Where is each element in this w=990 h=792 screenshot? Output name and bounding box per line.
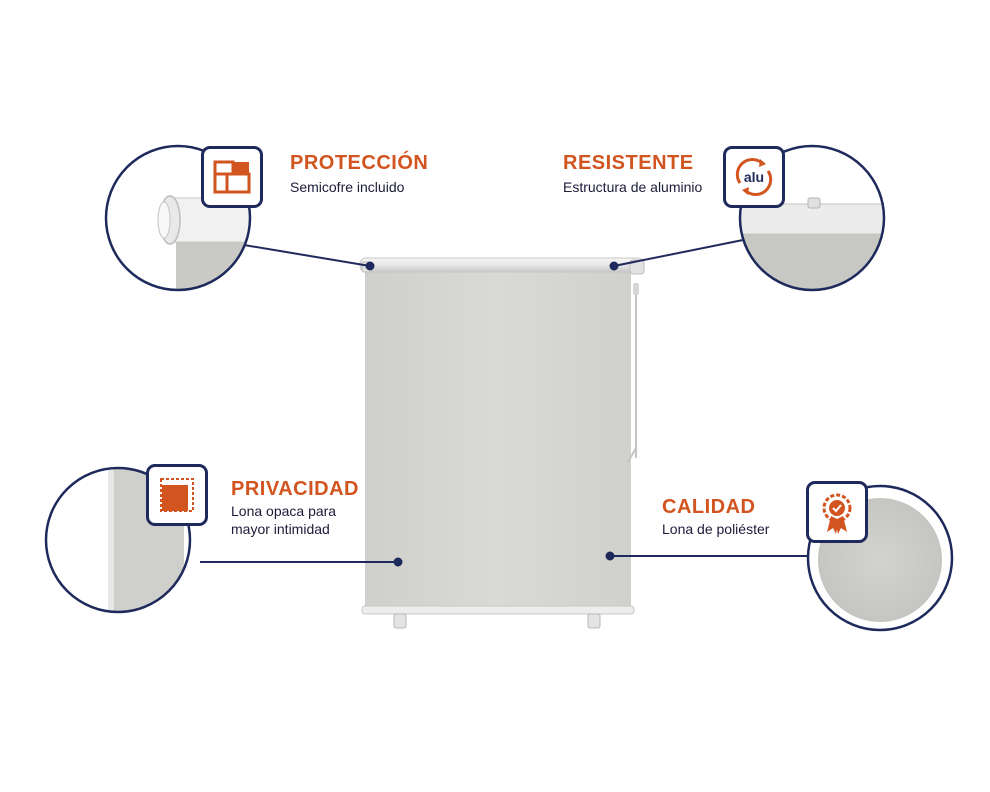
privacidad-subtitle: Lona opaca para mayor intimidad	[231, 502, 336, 538]
calidad-title: CALIDAD	[662, 496, 756, 518]
proteccion-title: PROTECCIÓN	[290, 152, 429, 174]
operating-rod	[627, 283, 639, 463]
privacidad-title: PRIVACIDAD	[231, 478, 359, 500]
blind-bottom-bar	[361, 605, 635, 629]
calidad-subtitle: Lona de poliéster	[662, 521, 770, 537]
resistente-subtitle: Estructura de aluminio	[563, 179, 703, 195]
aluminio-icon: alu	[723, 146, 785, 208]
opaque-fabric-icon	[146, 464, 208, 526]
quality-badge-icon	[806, 481, 868, 543]
privacidad-subtitle-line1: Lona opaca para	[231, 503, 337, 519]
resistente-title: RESISTENTE	[563, 152, 694, 174]
alu-icon-text: alu	[744, 169, 764, 185]
semicofre-icon	[201, 146, 263, 208]
privacidad-subtitle-line2: mayor intimidad	[231, 521, 330, 537]
proteccion-subtitle: Semicofre incluido	[290, 179, 405, 195]
blind-top-tube	[359, 257, 645, 275]
blind-fabric	[365, 268, 631, 608]
leader-lines	[200, 239, 808, 567]
